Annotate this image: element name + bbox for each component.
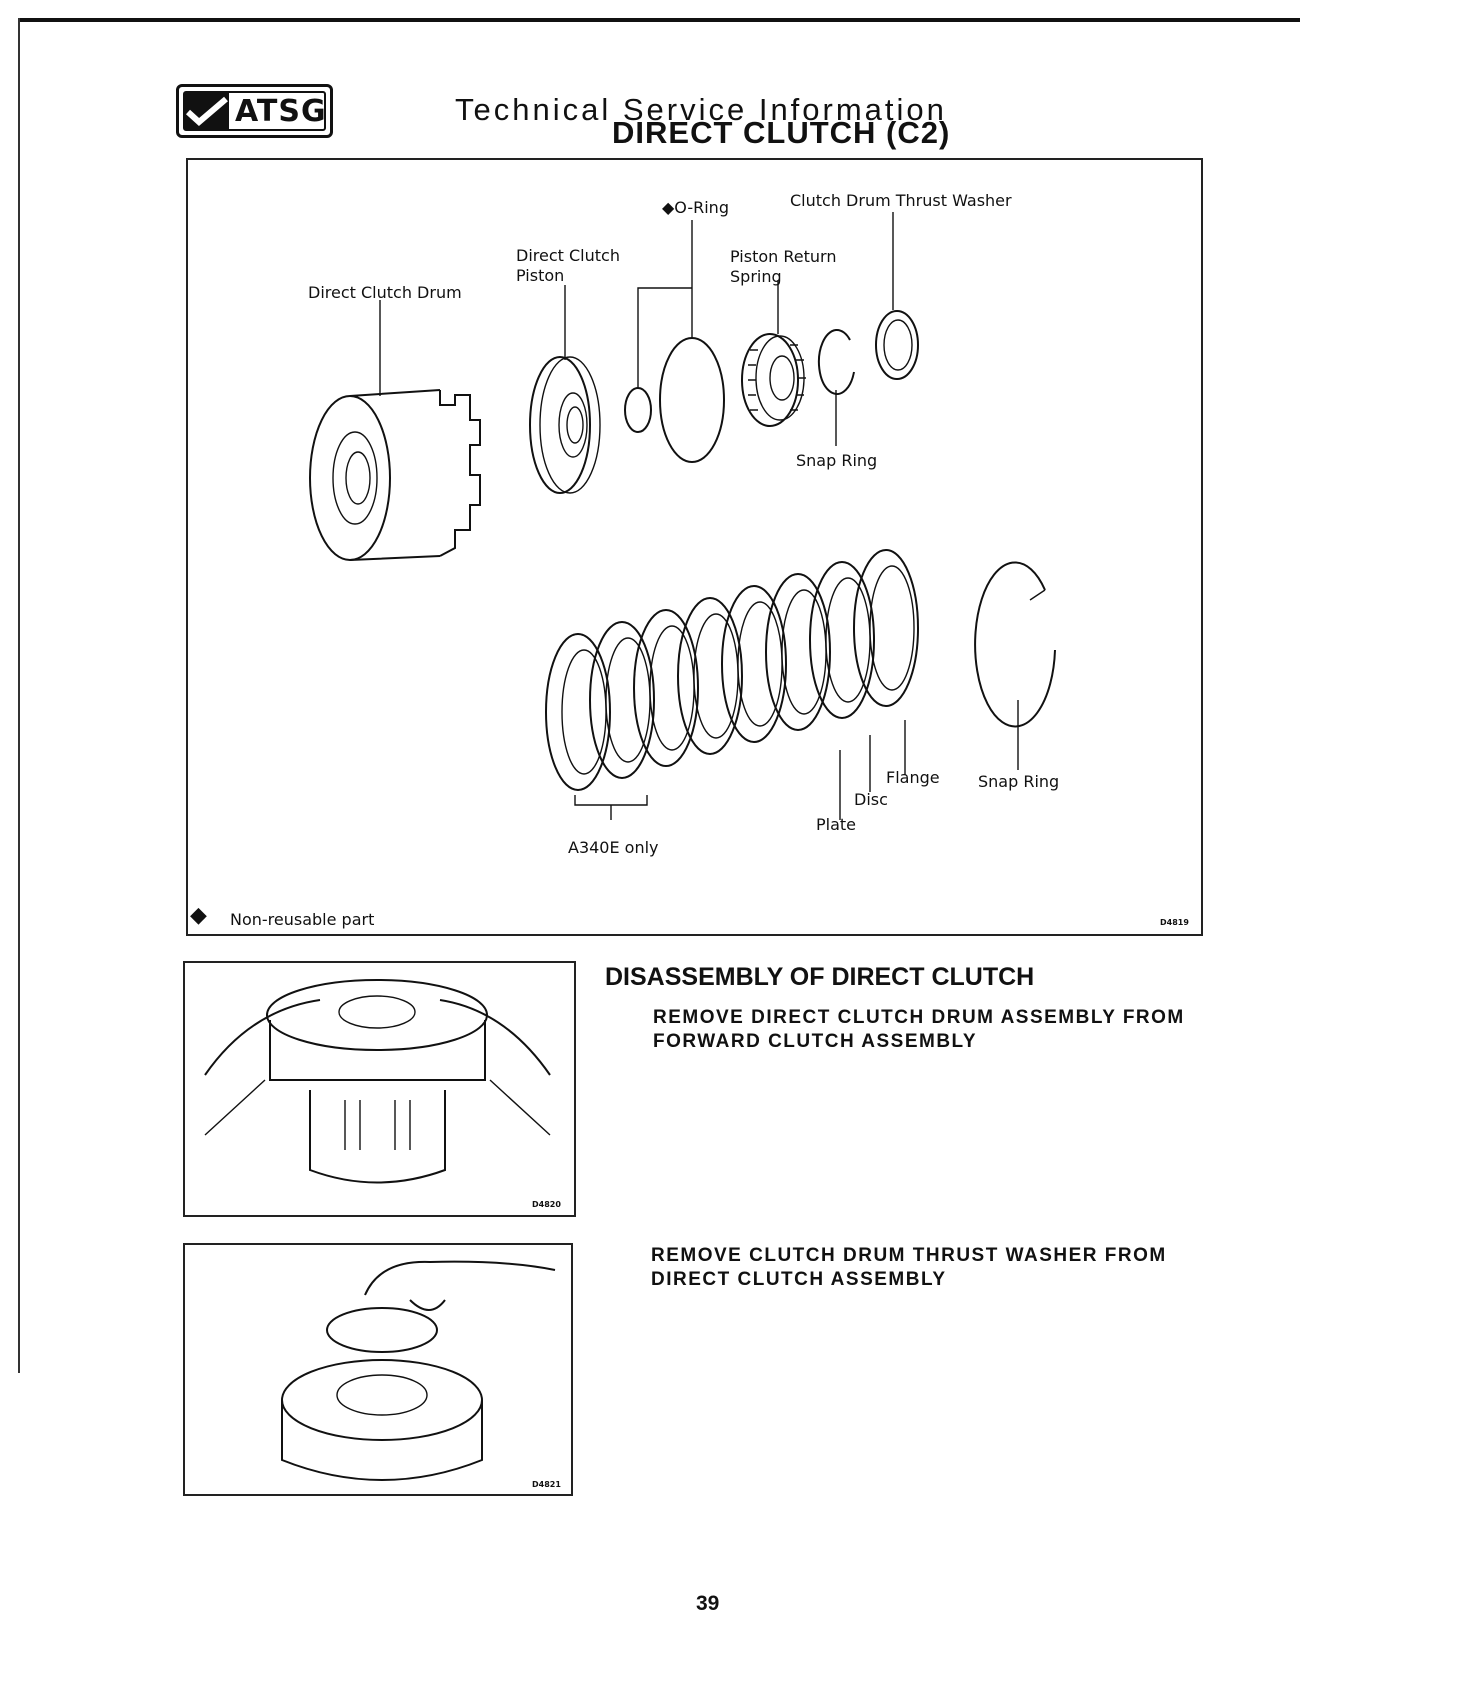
photo-remove-drum	[183, 961, 576, 1217]
label-direct-clutch-drum: Direct Clutch Drum	[308, 283, 462, 302]
top-border-rule	[20, 18, 1300, 22]
page-number: 39	[696, 1592, 720, 1615]
atsg-logo: ATSG	[176, 84, 333, 138]
figure-code-photo-2: D4821	[532, 1480, 561, 1489]
section-heading: DISASSEMBLY OF DIRECT CLUTCH	[605, 963, 1035, 991]
legend-text: Non-reusable part	[230, 910, 375, 929]
logo-text: ATSG	[235, 93, 327, 129]
header-subtitle: Technical Service Information	[455, 92, 947, 127]
exploded-view-diagram	[186, 158, 1203, 936]
legend-diamond-icon: ◆	[190, 903, 207, 928]
figure-code-photo-1: D4820	[532, 1200, 561, 1209]
left-border-rule	[18, 18, 20, 1373]
step-1-text: REMOVE DIRECT CLUTCH DRUM ASSEMBLY FROM …	[653, 1007, 1185, 1052]
photo-remove-thrust-washer	[183, 1243, 573, 1496]
label-direct-clutch-piston: Direct Clutch Piston	[516, 246, 620, 285]
page-title: DIRECT CLUTCH (C2)	[612, 115, 951, 150]
label-piston-return-spring: Piston Return Spring	[730, 247, 837, 286]
label-o-ring: ◆O-Ring	[662, 198, 729, 217]
step-2-text: REMOVE CLUTCH DRUM THRUST WASHER FROM DI…	[651, 1245, 1167, 1290]
label-snap-ring-upper: Snap Ring	[796, 451, 878, 470]
label-plate: Plate	[816, 815, 857, 834]
checkmark-icon	[185, 93, 229, 129]
label-clutch-drum-thrust-washer: Clutch Drum Thrust Washer	[790, 191, 1012, 210]
label-a340e-only: A340E only	[568, 838, 659, 857]
label-disc: Disc	[854, 790, 888, 809]
label-snap-ring-lower: Snap Ring	[978, 772, 1060, 791]
label-flange: Flange	[886, 768, 940, 787]
figure-code-main: D4819	[1160, 918, 1189, 927]
